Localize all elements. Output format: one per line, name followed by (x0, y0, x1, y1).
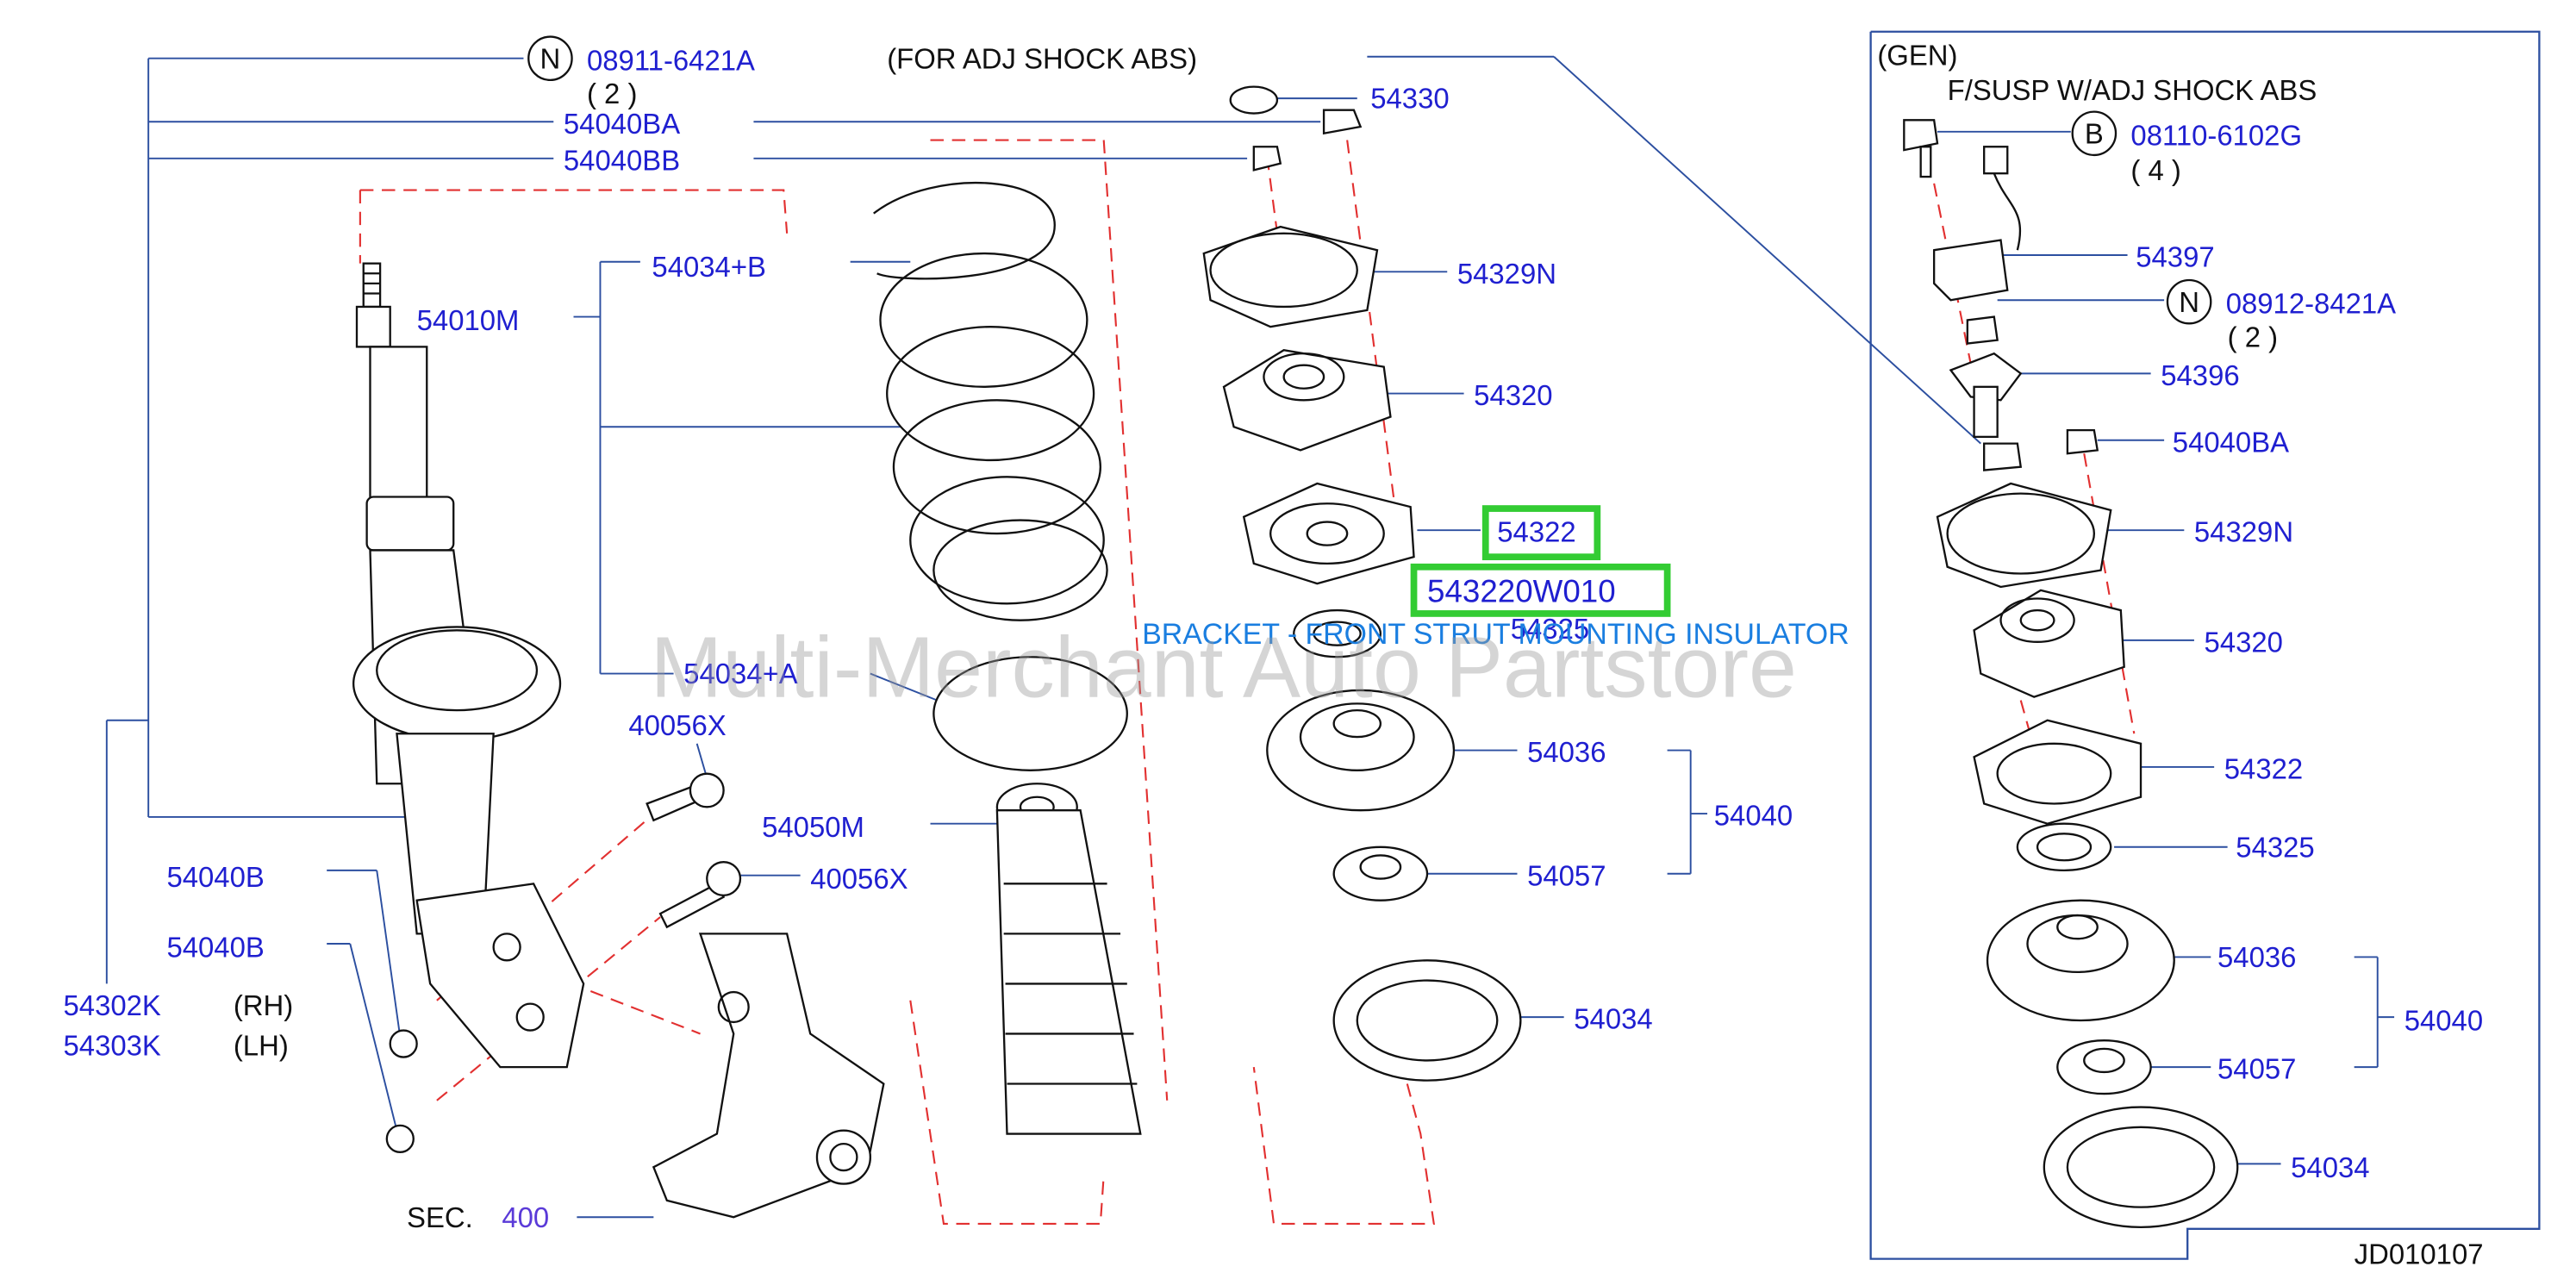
part-number-label[interactable]: 54329N (1457, 258, 1556, 290)
bump-stop-boot-drawing (995, 783, 1142, 1135)
part-number-label[interactable]: 54040B (166, 861, 264, 893)
svg-text:B: B (2085, 117, 2104, 149)
coil-spring-drawing (873, 181, 1128, 771)
adj-shock-note: (FOR ADJ SHOCK ABS) (887, 42, 1197, 74)
part-number-label[interactable]: 54325 (2236, 831, 2314, 863)
part-number-label[interactable]: 08110-6102G (2130, 119, 2302, 151)
part-number-label[interactable]: 54320 (2205, 626, 2283, 658)
part-number-label[interactable]: 54302K (64, 989, 161, 1021)
part-number-label[interactable]: 54034 (1574, 1003, 1652, 1035)
part-number-label[interactable]: 54036 (1527, 736, 1606, 768)
part-number-label[interactable]: 54040B (166, 931, 264, 963)
part-number-label[interactable]: 08912-8421A (2226, 288, 2396, 320)
part-number-label[interactable]: 54040 (1714, 800, 1793, 832)
part-number-label[interactable]: 40056X (810, 863, 908, 895)
side-label-rh: (RH) (234, 989, 293, 1021)
quantity-label: ( 4 ) (2130, 154, 2180, 186)
highlighted-part-number[interactable]: 54322 (1497, 516, 1575, 548)
part-number-label[interactable]: 54040BA (2173, 426, 2289, 458)
watermark-text: Multi-Merchant Auto Partstore (650, 620, 1796, 716)
diagram-notes: (FOR ADJ SHOCK ABS) (GEN) F/SUSP W/ADJ S… (234, 39, 2484, 1270)
part-number-label[interactable]: 54040BB (564, 144, 680, 176)
strut-assembly-drawing (352, 262, 885, 1219)
part-number-label[interactable]: 54040BA (564, 108, 680, 140)
gen-sub-label: F/SUSP W/ADJ SHOCK ABS (1948, 74, 2317, 106)
part-number-label[interactable]: 54057 (2217, 1053, 2296, 1085)
center-leader-lines (1276, 97, 1708, 1019)
part-number-label[interactable]: 54322 (2224, 752, 2303, 784)
right-mount-stack-drawing (1903, 119, 2239, 1229)
part-number-label[interactable]: 54010M (417, 304, 520, 336)
part-number-label[interactable]: 54329N (2194, 516, 2293, 548)
n-symbol-icon: N (2166, 278, 2212, 325)
highlight-box (1481, 505, 1601, 561)
highlighted-oem-number[interactable]: 543220W010 (1427, 573, 1616, 608)
drawing-code: JD010107 (2355, 1238, 2484, 1270)
gen-label: (GEN) (1877, 39, 1957, 71)
svg-text:N: N (2179, 286, 2199, 318)
center-part-numbers: 54330 54329N 54320 54325 54036 54040 540… (1370, 83, 1793, 1035)
side-label-lh: (LH) (234, 1030, 289, 1062)
highlight-box (1410, 563, 1671, 617)
part-number-label[interactable]: 54320 (1474, 379, 1552, 411)
part-number-label[interactable]: 40056X (628, 709, 726, 741)
part-number-label[interactable]: 54057 (1527, 859, 1606, 891)
part-number-label[interactable]: 54034+B (652, 251, 766, 283)
part-number-label[interactable]: 54397 (2136, 241, 2214, 273)
highlighted-part[interactable]: 54322 543220W010 BRACKET - FRONT STRUT M… (1142, 505, 1849, 651)
part-number-label[interactable]: 08911-6421A (587, 44, 755, 76)
part-number-label[interactable]: 54040 (2404, 1005, 2483, 1037)
quantity-label: ( 2 ) (587, 78, 637, 109)
part-number-label[interactable]: 54330 (1370, 83, 1449, 115)
svg-text:N: N (540, 42, 561, 74)
part-number-label[interactable]: 54396 (2161, 359, 2239, 391)
b-symbol-icon: B (2071, 110, 2118, 157)
part-number-label[interactable]: 54050M (762, 811, 864, 843)
right-leader-lines (1937, 130, 2395, 1165)
section-prefix: SEC. (407, 1201, 473, 1233)
part-description: BRACKET - FRONT STRUT MOUNTING INSULATOR (1142, 618, 1849, 651)
left-leader-lines (105, 55, 1981, 1219)
part-number-label[interactable]: 54036 (2217, 941, 2296, 973)
part-number-label[interactable]: 54034+A (683, 658, 798, 689)
n-symbol-icon: N (527, 35, 573, 82)
part-number-label[interactable]: 54325 (1511, 613, 1589, 645)
center-mount-stack-drawing (1202, 85, 1522, 1082)
right-part-numbers: 08110-6102G 54397 08912-8421A 54396 5404… (2130, 119, 2483, 1183)
section-reference-link[interactable]: 400 (502, 1201, 549, 1233)
left-part-numbers: 08911-6421A 54040BA 54040BB 54034+B 5401… (64, 44, 908, 1061)
gen-panel-frame (1869, 30, 2541, 1260)
part-number-label[interactable]: 54034 (2291, 1151, 2369, 1183)
part-number-label[interactable]: 54303K (64, 1030, 161, 1062)
quantity-label: ( 2 ) (2228, 321, 2278, 353)
